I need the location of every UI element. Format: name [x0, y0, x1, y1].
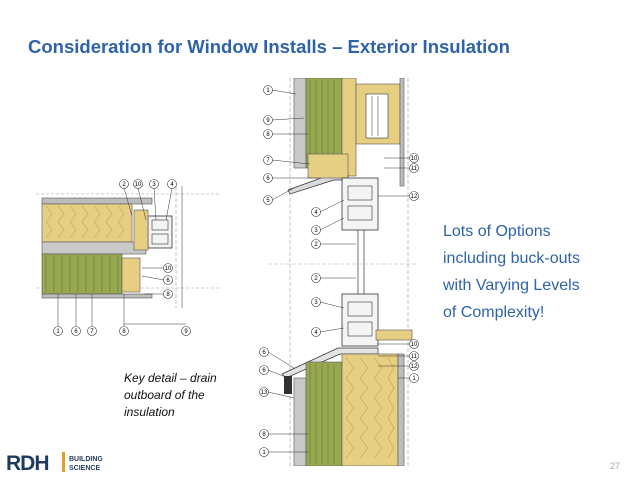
detail-tag: 12 — [411, 194, 418, 200]
detail-tag: 3 — [314, 300, 318, 306]
detail-tag: 2 — [122, 182, 126, 188]
logo-mark: RDH — [6, 452, 49, 475]
detail-tag: 6 — [166, 278, 170, 284]
detail-tag: 6 — [74, 329, 78, 335]
tag-group-top: 2 10 3 4 — [119, 179, 177, 189]
note-line: insulation — [124, 405, 175, 419]
detail-tag: 10 — [411, 342, 418, 348]
note-line: Key detail – drain — [124, 371, 217, 385]
detail-tag: 12 — [411, 364, 418, 370]
detail-tag: 10 — [135, 182, 142, 188]
detail-tag: 8 — [262, 432, 266, 438]
detail-tag: 8 — [266, 132, 270, 138]
tag-group-left: 1 9 8 7 6 5 4 3 2 2 3 4 6 6 13 8 1 — [259, 85, 321, 457]
callout-line: with Varying Levels — [443, 277, 580, 294]
detail-tag: 6 — [266, 176, 270, 182]
detail-tag: 2 — [314, 242, 318, 248]
tag-group-right: 10 11 12 10 11 12 1 — [409, 153, 419, 383]
callout-line: Lots of Options — [443, 223, 551, 240]
detail-tag: 11 — [411, 354, 418, 360]
detail-tag: 4 — [314, 210, 318, 216]
slide-title: Consideration for Window Installs – Exte… — [28, 36, 510, 57]
detail-tag: 9 — [266, 118, 270, 124]
detail-tag: 5 — [266, 198, 270, 204]
detail-tag: 6 — [262, 368, 266, 374]
detail-tag: 7 — [90, 329, 94, 335]
tag-group-bottom: 1 6 7 8 9 — [53, 326, 191, 336]
rdh-logo: RDH BUILDING SCIENCE — [6, 452, 103, 475]
options-callout: Lots of Options including buck-outs with… — [443, 218, 613, 326]
detail-tag: 1 — [262, 450, 266, 456]
detail-tag: 13 — [261, 390, 268, 396]
callout-line: of Complexity! — [443, 304, 545, 321]
callout-line: including buck-outs — [443, 250, 580, 267]
note-line: outboard of the — [124, 388, 205, 402]
detail-tag: 3 — [314, 228, 318, 234]
detail-tag: 11 — [411, 166, 418, 172]
logo-accent-bar — [62, 452, 65, 472]
detail-tag: 8 — [166, 292, 170, 298]
detail-tag: 9 — [184, 329, 188, 335]
logo-line-1: BUILDING — [69, 456, 103, 463]
detail-tag: 10 — [165, 266, 172, 272]
logo-line-2: SCIENCE — [69, 465, 100, 472]
detail-tag: 7 — [266, 158, 270, 164]
detail-tag: 6 — [262, 350, 266, 356]
key-detail-note: Key detail – drain outboard of the insul… — [124, 370, 234, 421]
detail-tag: 4 — [314, 330, 318, 336]
detail-tag: 8 — [122, 329, 126, 335]
detail-tag: 4 — [170, 182, 174, 188]
detail-tag: 2 — [314, 276, 318, 282]
detail-tag: 10 — [411, 156, 418, 162]
detail-tag: 1 — [412, 376, 416, 382]
slide-number: 27 — [610, 461, 621, 471]
window-section-detail-drawing: 1 9 8 7 6 5 4 3 2 2 3 4 6 6 13 8 1 10 11… — [259, 78, 419, 466]
detail-tag: 3 — [152, 182, 156, 188]
detail-tag: 1 — [56, 329, 60, 335]
detail-tag: 1 — [266, 88, 270, 94]
tag-group-side: 10 6 8 — [163, 263, 173, 299]
window-head-detail-drawing: 2 10 3 4 10 6 8 1 6 7 8 9 — [36, 179, 220, 336]
